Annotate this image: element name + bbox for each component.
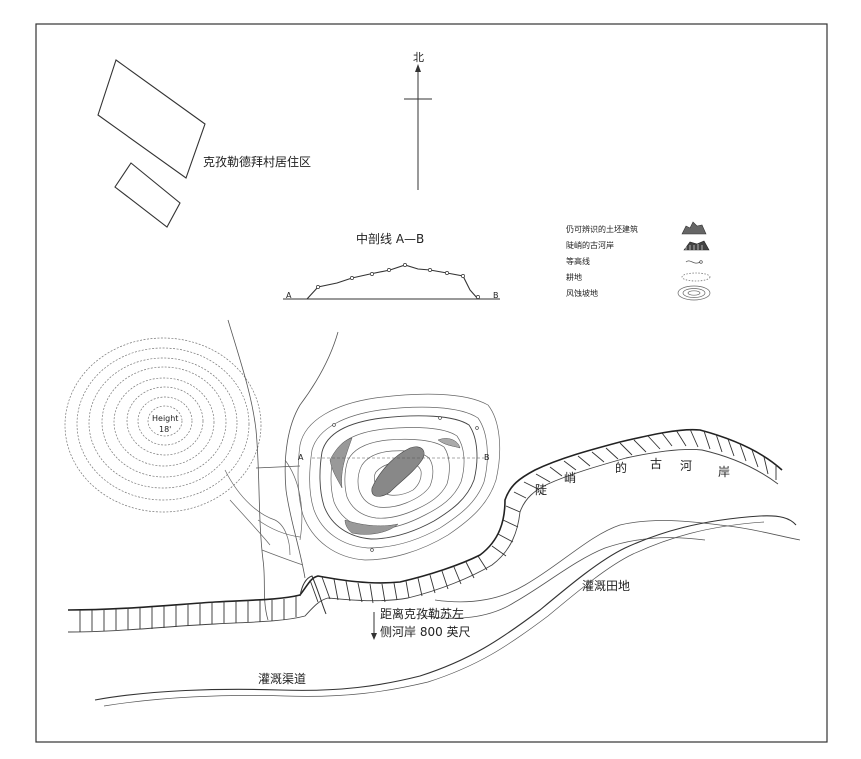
legend-item-ruins: 仍可辨识的土坯建筑 [566,224,638,234]
distance-label-line1: 距离克孜勒苏左 [380,606,464,621]
irrigated-field-label: 灌溉田地 [582,579,630,593]
legend-item-eroded-slope: 风蚀坡地 [566,288,598,298]
legend-item-steep-bank: 陡峭的古河岸 [566,240,614,250]
section-end-a: A [286,291,292,300]
legend: 仍可辨识的土坯建筑 陡峭的古河岸 等高线 耕地 风蚀坡地 [566,221,711,301]
ancient-river-bank [67,428,783,633]
legend-item-contour: 等高线 [566,256,590,266]
marker-a: A [298,453,304,462]
bank-char-3: 的 [615,460,627,475]
bank-char-5: 河 [680,459,692,473]
village-buildings [97,59,206,228]
distance-label-line2: 侧河岸 800 英尺 [380,625,471,639]
marker-b: B [484,453,490,462]
cross-section-profile [283,263,500,300]
ruin-icon [681,221,707,235]
contour-icon [685,260,703,264]
section-title: 中剖线 A—B [356,231,424,246]
map-frame [35,23,828,743]
tracks [224,319,339,621]
legend-item-field: 耕地 [566,272,582,282]
river-lines [419,520,801,619]
canal-label: 灌溉渠道 [258,672,306,686]
distance-arrow [371,612,377,640]
north-label: 北 [413,51,424,64]
bank-char-2: 峭 [564,471,576,485]
bank-char-1: 陡 [535,483,547,497]
round-hill-contours [64,337,262,513]
village-label: 克孜勒德拜村居住区 [203,154,311,169]
bank-char-6: 岸 [718,465,730,479]
hill-height-label: Height [152,414,178,423]
steep-bank-icon [683,240,710,251]
building-outline [97,59,206,179]
hill-height-value: 18' [159,425,171,434]
eroded-slope-icon [677,285,711,301]
mound-contours [297,393,501,561]
building-outline [114,162,181,228]
field-icon [681,272,711,282]
section-end-b: B [493,291,499,300]
bank-char-4: 古 [650,456,662,471]
north-arrow [404,64,432,190]
irrigation-canal [94,515,797,707]
